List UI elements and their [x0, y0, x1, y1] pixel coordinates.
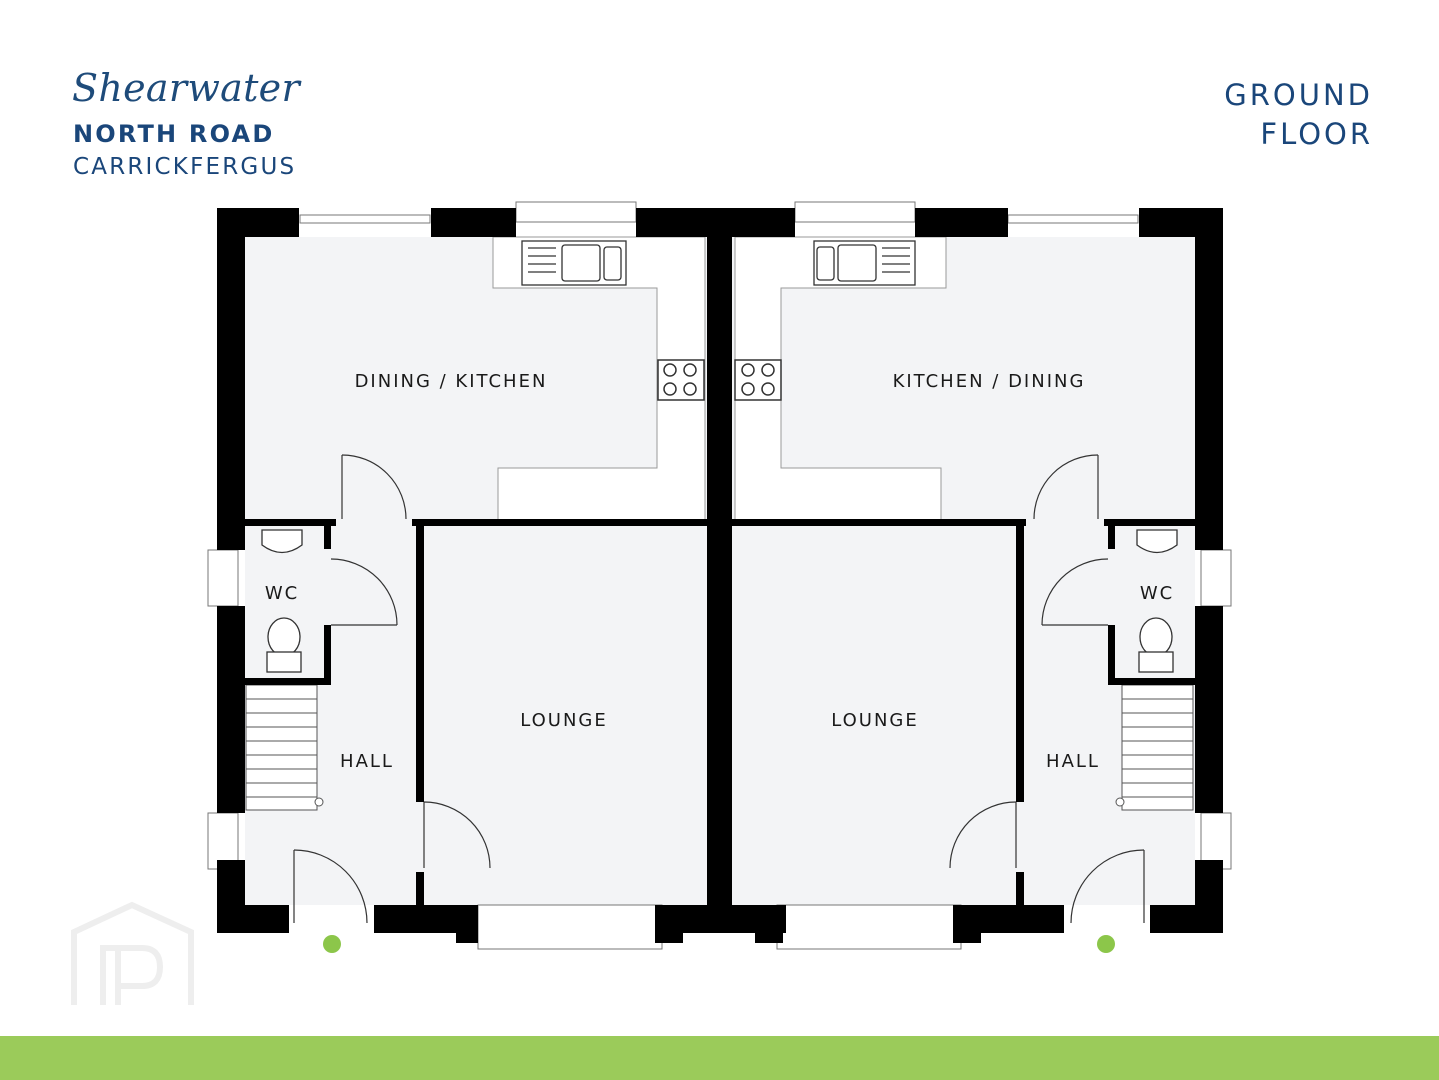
staircase [245, 684, 324, 811]
floor-title-line2: FLOOR [1260, 117, 1373, 151]
room-label-dining-kitchen: DINING / KITCHEN [355, 371, 548, 392]
door-swings [293, 454, 1145, 924]
room-label-hall-right: HALL [1046, 751, 1100, 772]
town-name: CARRICKFERGUS [73, 154, 297, 180]
room-label-hall-left: HALL [340, 751, 394, 772]
footer-bar [0, 1036, 1439, 1080]
hob-icon [734, 359, 782, 401]
entrance-dot-icon [1097, 935, 1115, 953]
room-label-kitchen-dining: KITCHEN / DINING [893, 371, 1086, 392]
toilet-icon [1138, 617, 1174, 673]
room-label-lounge-left: LOUNGE [520, 710, 608, 731]
toilet-icon [266, 617, 302, 673]
staircase [1115, 684, 1194, 811]
sink-icon [813, 240, 916, 286]
walls [217, 208, 1223, 943]
development-name: Shearwater [72, 66, 300, 110]
basin-icon [1136, 529, 1178, 554]
room-label-lounge-right: LOUNGE [831, 710, 919, 731]
sink-icon [521, 240, 627, 286]
entrance-dot-icon [323, 935, 341, 953]
basin-icon [261, 529, 303, 554]
road-name: NORTH ROAD [73, 120, 275, 148]
room-label-wc-left: WC [265, 583, 299, 604]
floor-title-line1: GROUND [1224, 78, 1373, 112]
room-label-wc-right: WC [1140, 583, 1174, 604]
hob-icon [657, 359, 705, 401]
floor-plan: DINING / KITCHEN KITCHEN / DINING WC WC … [71, 201, 1232, 1005]
floor-title: GROUND FLOOR [1224, 76, 1373, 154]
property-logo-icon [71, 901, 194, 1005]
